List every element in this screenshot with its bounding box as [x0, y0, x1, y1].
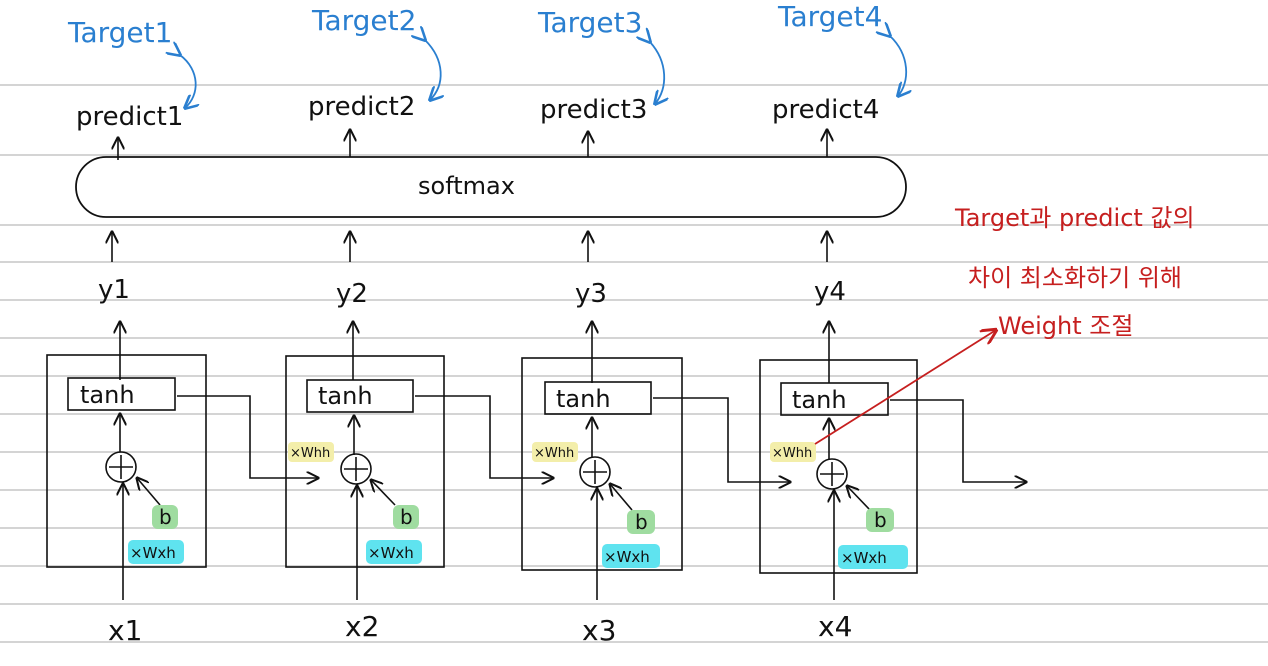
rnn-cell-2: tanh b ×Wxh ×Whh x2 — [285, 355, 553, 643]
bias-label-2: b — [400, 505, 413, 529]
wxh-label-4: ×Wxh — [841, 549, 887, 567]
rnn-cell-4: tanh b ×Wxh ×Whh x4 — [759, 359, 1026, 643]
arrow-b-sum-3 — [610, 484, 633, 511]
tanh-box-1 — [67, 377, 176, 411]
hidden-arrow-1-2 — [177, 395, 318, 478]
rnn-cell-1: tanh b ×Wxh x1 — [46, 354, 318, 647]
whh-highlight-2 — [288, 442, 334, 462]
bias-label-1: b — [159, 505, 172, 529]
tanh-label-4: tanh — [792, 386, 847, 414]
cell-box-3 — [521, 357, 683, 571]
note-line-3: Weight 조절 — [998, 312, 1133, 340]
sum-node-2 — [340, 453, 372, 485]
bias-label-3: b — [635, 510, 648, 534]
whh-label-2: ×Whh — [290, 446, 330, 461]
output-y1: y1 — [98, 275, 130, 305]
wxh-highlight-3 — [602, 544, 660, 568]
target-predict-link-1 — [180, 55, 196, 108]
tanh-label-1: tanh — [80, 381, 135, 409]
wxh-label-2: ×Wxh — [368, 544, 414, 562]
whh-highlight-4 — [770, 442, 816, 462]
output-y2: y2 — [336, 279, 368, 309]
cell-box-4 — [759, 359, 918, 574]
tanh-box-3 — [544, 381, 652, 415]
sum-node-4 — [816, 458, 848, 490]
arrow-b-sum-2 — [371, 480, 396, 506]
output-y4: y4 — [814, 277, 846, 307]
softmax-label: softmax — [418, 172, 515, 200]
whh-highlight-3 — [532, 442, 578, 462]
rnn-cell-3: tanh b ×Wxh ×Whh x3 — [521, 357, 790, 647]
note-arrow — [814, 330, 996, 445]
softmax-layer: softmax — [75, 156, 907, 218]
target-predict-link-4 — [890, 36, 906, 96]
note-line-2: 차이 최소화하기 위해 — [968, 264, 1182, 292]
arrow-b-sum-4 — [847, 486, 871, 511]
cell-box-2 — [285, 355, 445, 568]
cell-box-1 — [46, 354, 207, 568]
note-line-1: Target과 predict 값의 — [954, 204, 1195, 232]
bias-highlight-4 — [866, 508, 894, 532]
target-label-1: Target1 — [67, 16, 172, 49]
predict-label-4: predict4 — [772, 95, 879, 125]
targets: Target1 Target2 Target3 Target4 — [67, 0, 906, 108]
target-predict-link-2 — [425, 40, 441, 100]
wxh-highlight-4 — [838, 545, 908, 569]
input-x1: x1 — [108, 614, 142, 647]
predict-label-2: predict2 — [308, 92, 415, 122]
whh-label-3: ×Whh — [534, 446, 574, 461]
sum-node-1 — [105, 451, 137, 483]
wxh-highlight-1 — [128, 540, 184, 564]
bias-highlight-1 — [152, 505, 178, 529]
wxh-label-3: ×Wxh — [604, 548, 650, 566]
input-x4: x4 — [818, 610, 852, 643]
sum-node-3 — [579, 456, 611, 488]
output-y3: y3 — [575, 279, 607, 309]
bias-label-4: b — [874, 508, 887, 532]
arrow-b-sum-1 — [137, 478, 161, 506]
tanh-label-3: tanh — [556, 385, 611, 413]
target-label-3: Target3 — [537, 6, 642, 39]
tanh-label-2: tanh — [318, 382, 373, 410]
input-x2: x2 — [345, 610, 379, 643]
hidden-arrow-2-3 — [415, 395, 553, 478]
predict-label-1: predict1 — [76, 102, 183, 132]
hidden-arrow-out — [890, 399, 1026, 482]
predicts: predict1 predict2 predict3 predict4 — [76, 92, 879, 160]
ruled-lines — [0, 84, 1268, 643]
bias-highlight-2 — [393, 505, 419, 529]
wxh-label-1: ×Wxh — [130, 544, 176, 562]
bias-highlight-3 — [627, 510, 655, 534]
whh-label-4: ×Whh — [772, 446, 812, 461]
predict-label-3: predict3 — [540, 95, 647, 125]
target-label-4: Target4 — [777, 0, 882, 33]
weight-note: Target과 predict 값의 차이 최소화하기 위해 Weight 조절 — [814, 204, 1195, 445]
wxh-highlight-2 — [366, 540, 422, 564]
target-label-2: Target2 — [311, 4, 416, 37]
outputs: y1 y2 y3 y4 — [98, 232, 846, 383]
softmax-capsule — [75, 156, 907, 218]
hidden-arrow-3-4 — [653, 397, 790, 482]
target-predict-link-3 — [650, 42, 664, 104]
input-x3: x3 — [582, 614, 616, 647]
tanh-box-2 — [306, 379, 414, 413]
